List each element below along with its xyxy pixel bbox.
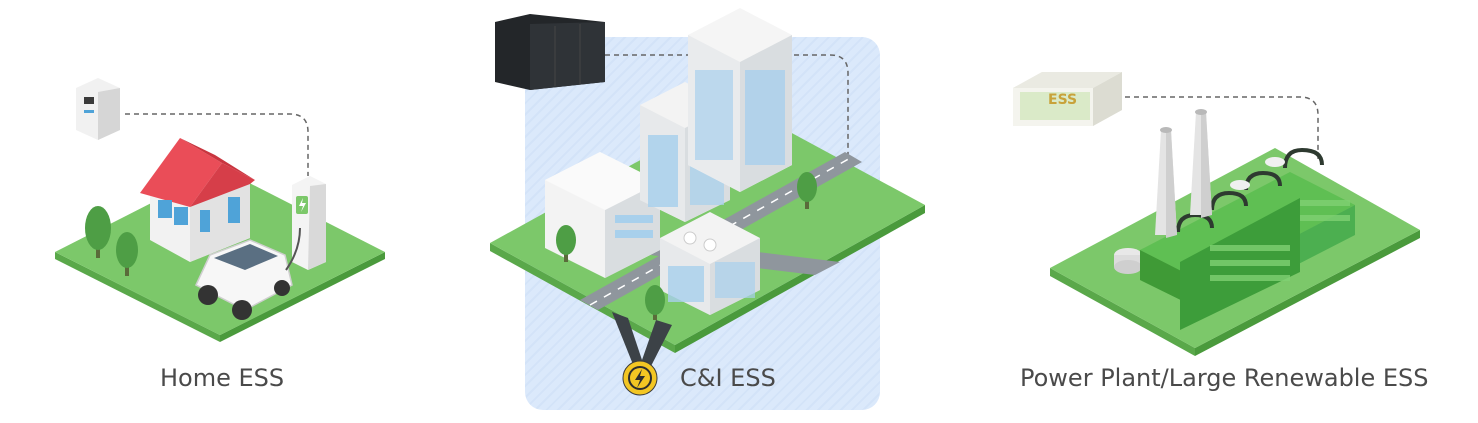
ess-container-icon: ESS bbox=[1013, 72, 1122, 126]
chimney-icon bbox=[1155, 127, 1177, 238]
home-ess-group bbox=[55, 78, 385, 342]
power-plant-ess-label: Power Plant/Large Renewable ESS bbox=[1020, 364, 1429, 392]
power-plant-ess-group: ESS bbox=[1013, 72, 1420, 356]
ess-container-label: ESS bbox=[1048, 92, 1077, 108]
car-icon bbox=[195, 227, 301, 320]
ci-battery-cabinet-icon bbox=[495, 14, 605, 90]
tree-icon bbox=[645, 285, 665, 320]
factory-icon bbox=[1140, 147, 1355, 330]
ev-charger-icon bbox=[292, 176, 326, 270]
ci-connection-line bbox=[605, 54, 849, 160]
tree-icon bbox=[85, 206, 111, 258]
house-icon bbox=[140, 138, 255, 262]
home-ess-label: Home ESS bbox=[160, 364, 285, 392]
bolt-bracket bbox=[612, 312, 672, 372]
tree-icon bbox=[797, 172, 817, 209]
ci-ess-label: C&I ESS bbox=[680, 364, 776, 392]
home-inverter-icon bbox=[76, 78, 120, 140]
home-ground-side bbox=[55, 252, 220, 342]
power-ground-side bbox=[1050, 268, 1195, 356]
home-connection-line bbox=[125, 113, 309, 176]
office-building-icon bbox=[660, 212, 760, 315]
tree-icon bbox=[556, 225, 576, 262]
power-ground-side-right bbox=[1195, 230, 1420, 356]
ci-ground-side-right bbox=[675, 205, 925, 353]
power-connection-line bbox=[1125, 96, 1319, 160]
office-building-icon bbox=[688, 8, 792, 192]
tree-icon bbox=[116, 232, 138, 276]
chimney-icon bbox=[1190, 109, 1212, 218]
ci-ess-group bbox=[490, 8, 925, 396]
home-ground-side-right bbox=[220, 252, 385, 342]
